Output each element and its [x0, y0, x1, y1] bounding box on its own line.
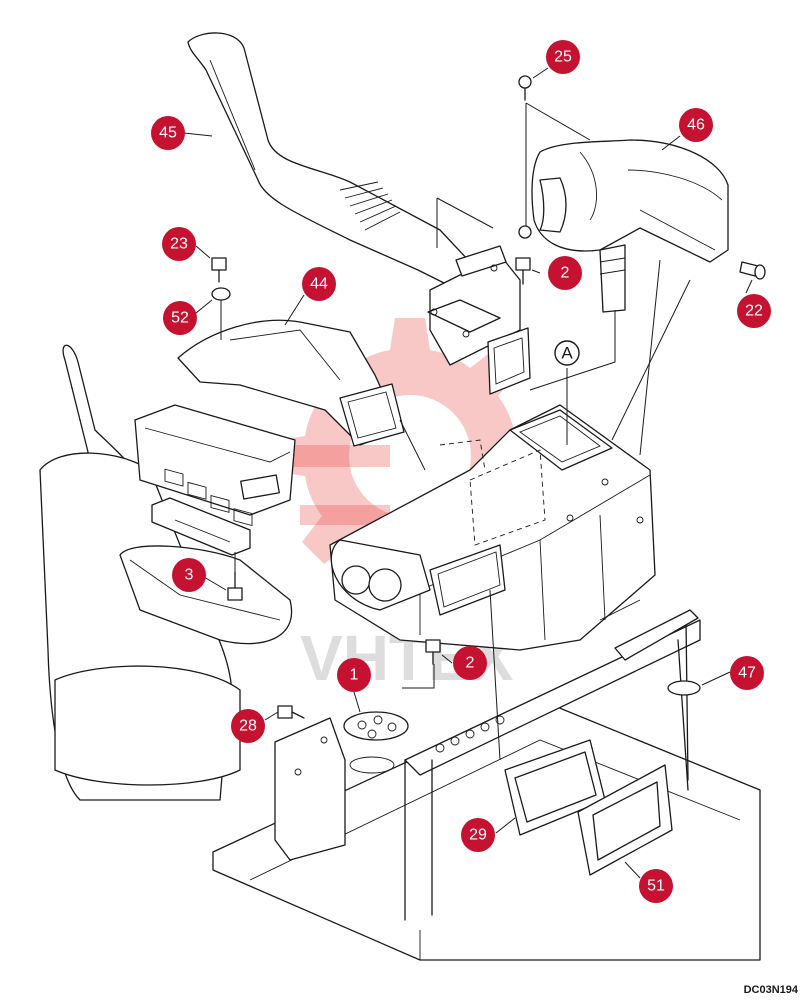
callout-label: 3	[185, 567, 194, 584]
callout-22: 22	[737, 294, 771, 328]
bolt-28	[277, 705, 305, 719]
callout-51: 51	[639, 869, 673, 903]
bolt-23	[211, 257, 227, 283]
callout-label: 44	[310, 276, 328, 293]
callout-23: 23	[162, 227, 196, 261]
air-filter-51	[577, 764, 673, 876]
callout-28: 28	[231, 709, 265, 743]
callout-label: 46	[687, 117, 705, 134]
drawing-code: DC03N194	[743, 984, 798, 996]
washer-52	[211, 287, 231, 301]
callout-1: 1	[337, 658, 371, 692]
console-keypad	[164, 468, 253, 527]
callout-label: 47	[738, 665, 756, 682]
support-bracket	[274, 717, 346, 861]
bolt-2-upper	[515, 257, 531, 285]
callout-52: 52	[163, 301, 197, 335]
detail-mark-label: A	[561, 344, 573, 363]
callout-label: 51	[647, 878, 665, 895]
ac-blower-housing	[330, 539, 431, 611]
callout-2-lower: 2	[453, 646, 487, 680]
callout-44: 44	[302, 267, 336, 301]
callout-label: 2	[466, 655, 475, 672]
callout-label: 28	[239, 718, 257, 735]
callout-47: 47	[730, 656, 764, 690]
right-console	[134, 404, 296, 556]
callout-label: 22	[745, 303, 763, 320]
bolt-25	[518, 75, 532, 239]
detail-mark-a: A	[554, 340, 580, 366]
hose	[599, 244, 626, 313]
bolt-3	[227, 571, 243, 601]
callout-label: 2	[561, 265, 570, 282]
pipe-47	[667, 639, 701, 791]
bolt-2-lower	[425, 639, 441, 665]
callout-25: 25	[546, 40, 580, 74]
leader-lines	[183, 67, 753, 879]
callout-29: 29	[461, 818, 495, 852]
frame-tubing	[404, 609, 701, 921]
callout-46: 46	[679, 108, 713, 142]
operator-seat	[39, 344, 293, 801]
duct-45	[187, 32, 531, 395]
air-conditioner-unit	[329, 404, 656, 651]
callout-label: 25	[554, 49, 572, 66]
callout-label: 45	[159, 125, 177, 142]
callout-45: 45	[151, 116, 185, 150]
grommet-1	[343, 711, 409, 774]
screw-22	[739, 261, 766, 280]
air-filter-29	[504, 739, 606, 836]
callout-label: 52	[171, 310, 189, 327]
callout-label: 29	[469, 827, 487, 844]
callout-label: 1	[350, 667, 359, 684]
duct-46	[531, 139, 729, 263]
callout-2-upper: 2	[548, 256, 582, 290]
callout-3: 3	[172, 558, 206, 592]
callout-label: 23	[170, 236, 188, 253]
duct-44	[177, 319, 405, 447]
